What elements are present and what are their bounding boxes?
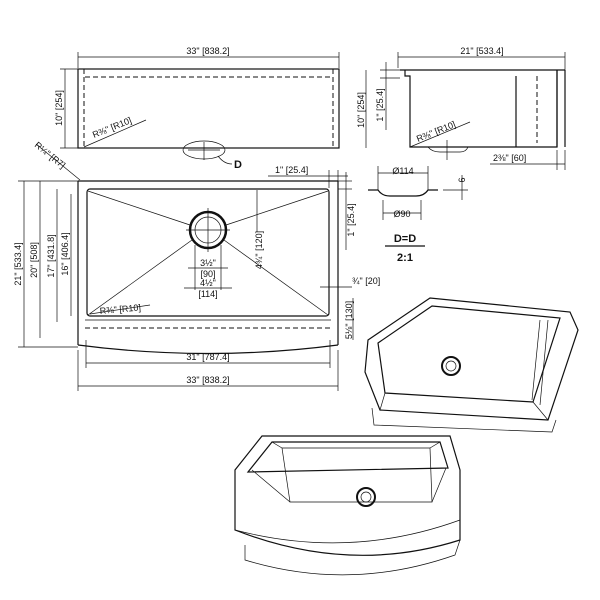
drain-outer-mm-label: [114]: [198, 289, 217, 299]
side-radius-label: R⅜" [R10]: [415, 119, 457, 144]
plan-view: 3½" [90] 4½" [114] 4¾" [120] R⅜" [R10] 2…: [13, 165, 380, 391]
plan-radius-label: R⅜" [R10]: [99, 302, 141, 316]
drain-inner-mm-label: [90]: [200, 269, 215, 279]
side-view: 21" [533.4] 10" [254] 1" [25.4] R⅜" [R10…: [356, 46, 566, 170]
drain-detail: Ø114 6 Ø90 D=D 2:1: [368, 166, 468, 264]
top-margin-label: 1" [25.4]: [275, 165, 308, 175]
isometric-view-front: [234, 435, 461, 576]
apron-label: 5⅛" [130]: [344, 301, 354, 339]
top-radius-label: R⅜" [R10]: [91, 115, 133, 140]
side-margin-label: 1" [25.4]: [346, 203, 356, 236]
drain-outer-label: 4½": [200, 278, 216, 288]
side-lip-label: 1" [25.4]: [375, 88, 385, 121]
side-height-label: 10" [254]: [356, 92, 366, 128]
side-width-label: 21" [533.4]: [460, 46, 503, 56]
drain-inner-label: 3½": [200, 258, 216, 268]
depth-17-label: 17" [431.8]: [46, 234, 56, 277]
isometric-view-top: [364, 297, 579, 433]
section-title: D=D: [394, 233, 416, 245]
top-height-label: 10" [254]: [54, 90, 64, 126]
section-marker-label: D: [234, 159, 242, 171]
drain-offset-label: 4¾" [120]: [254, 231, 264, 269]
side-offset-label: 2⅜" [60]: [493, 153, 526, 163]
depth-16-label: 16" [406.4]: [60, 232, 70, 275]
depth-label: 6: [457, 177, 467, 182]
overall-depth-label: 21" [533.4]: [13, 242, 23, 285]
inner-diameter-label: Ø90: [393, 209, 410, 219]
depth-20-label: 20" [508]: [29, 242, 39, 278]
section-scale: 2:1: [397, 252, 413, 264]
top-view: 33" [838.2] 10" [254] R⅜" [R10] D R¼" [R…: [33, 46, 340, 181]
outer-diameter-label: Ø114: [392, 166, 413, 176]
overall-width-label: 33" [838.2]: [186, 375, 229, 385]
corner-radius-label: R¼" [R7]: [33, 140, 67, 171]
ledge-label: ¾" [20]: [352, 276, 380, 286]
top-width-label: 33" [838.2]: [186, 46, 229, 56]
inner-width-label: 31" [787.4]: [186, 352, 229, 362]
